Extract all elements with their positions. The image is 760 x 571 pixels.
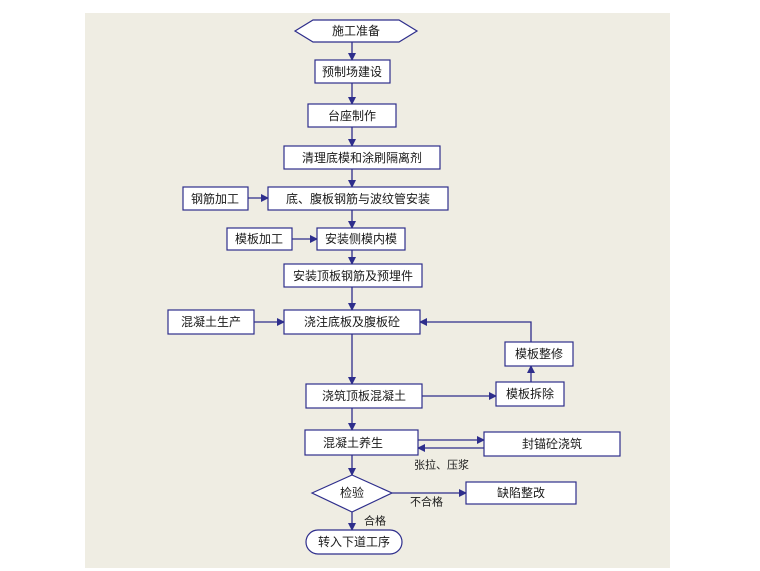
defect-fix-label: 缺陷整改 bbox=[497, 485, 545, 500]
install-forms-box bbox=[316, 227, 406, 251]
start-label: 施工准备 bbox=[332, 24, 380, 38]
fail-label: 不合格 bbox=[410, 495, 443, 509]
install-rebar-box bbox=[267, 186, 449, 211]
tension-grouting-label: 张拉、压浆 bbox=[414, 458, 469, 472]
concrete-production-box bbox=[167, 309, 255, 335]
arrow-repair-to-pour bbox=[419, 318, 532, 342]
form-processing-box bbox=[226, 227, 293, 251]
prefab-yard-box bbox=[314, 59, 391, 84]
next-process-box bbox=[305, 529, 403, 555]
pour-bottom-box bbox=[283, 309, 421, 335]
node-labels: 施工准备 预制场建设 台座制作 清理底模和涂刷隔离剂 底、腹板钢筋与波纹管安装 … bbox=[181, 24, 582, 549]
pour-top-box bbox=[305, 383, 423, 409]
pedestal-label: 台座制作 bbox=[328, 108, 376, 123]
concrete-production-label: 混凝土生产 bbox=[181, 314, 241, 329]
clean-mold-box bbox=[283, 145, 441, 170]
pedestal-box bbox=[307, 103, 397, 128]
anchor-seal-label: 封锚砼浇筑 bbox=[522, 436, 582, 451]
rebar-processing-label: 钢筋加工 bbox=[191, 191, 239, 206]
form-repair-label: 模板整修 bbox=[515, 346, 563, 361]
top-rebar-label: 安装顶板钢筋及预埋件 bbox=[293, 268, 413, 283]
top-rebar-box bbox=[283, 263, 423, 288]
connectors bbox=[248, 42, 535, 531]
form-repair-box bbox=[504, 341, 574, 367]
nodes bbox=[167, 19, 621, 555]
inspection-label: 检验 bbox=[340, 485, 364, 500]
install-rebar-label: 底、腹板钢筋与波纹管安装 bbox=[286, 191, 430, 206]
start-node bbox=[293, 19, 419, 43]
clean-mold-label: 清理底模和涂刷隔离剂 bbox=[302, 150, 422, 165]
form-removal-label: 模板拆除 bbox=[506, 386, 554, 401]
install-forms-label: 安装侧模内模 bbox=[325, 231, 397, 246]
anchor-seal-box bbox=[483, 431, 621, 457]
next-process-label: 转入下道工序 bbox=[318, 534, 390, 549]
inspection-node bbox=[310, 474, 394, 513]
pour-top-label: 浇筑顶板混凝土 bbox=[322, 388, 406, 403]
pour-bottom-label: 浇注底板及腹板砼 bbox=[304, 314, 400, 329]
prefab-yard-label: 预制场建设 bbox=[322, 65, 382, 79]
form-processing-label: 模板加工 bbox=[235, 232, 283, 246]
curing-label: 混凝土养生 bbox=[323, 435, 383, 450]
defect-fix-box bbox=[465, 481, 577, 505]
form-removal-box bbox=[495, 381, 565, 407]
edge-labels: 张拉、压浆 不合格 合格 bbox=[364, 458, 469, 528]
rebar-processing-box bbox=[182, 186, 249, 211]
pass-label: 合格 bbox=[364, 514, 386, 528]
curing-box bbox=[304, 429, 419, 456]
